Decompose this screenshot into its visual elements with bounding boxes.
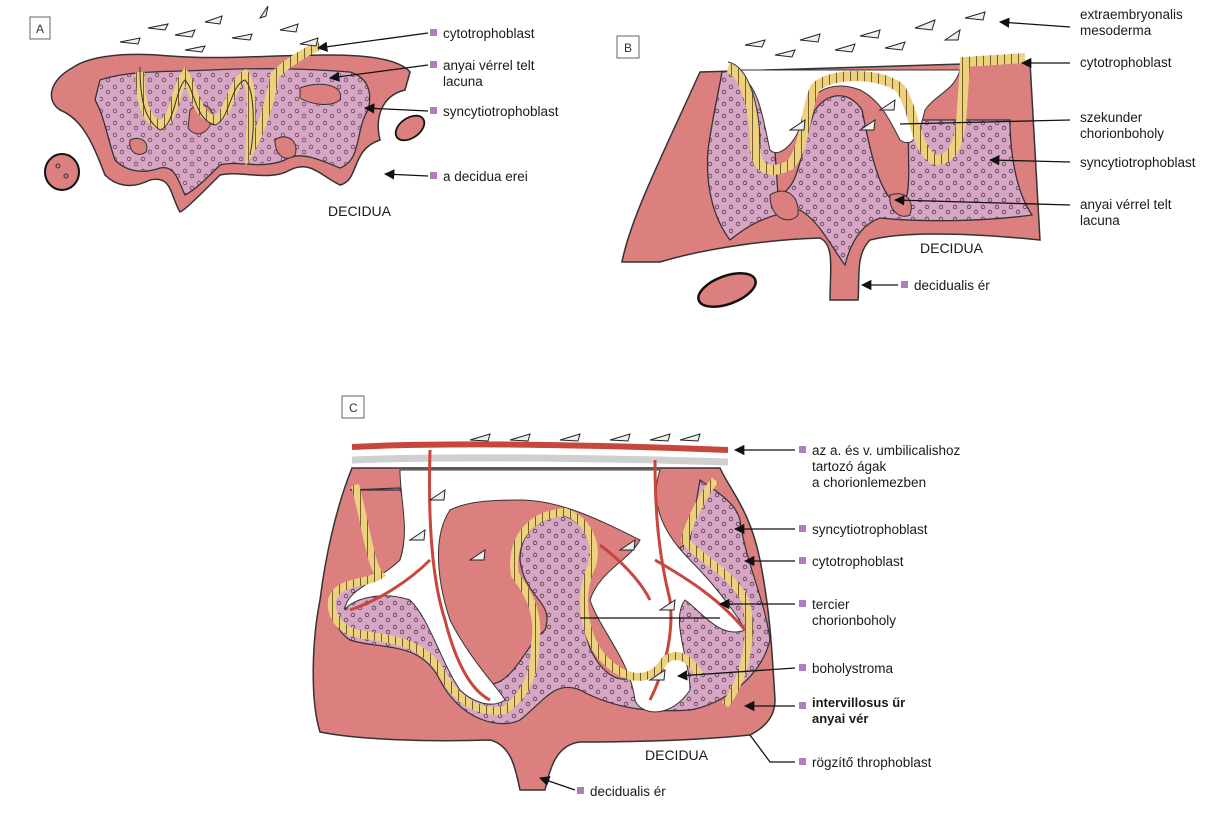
panel-b: B DECIDUA [616,11,1041,308]
panel-a-mesoderm-cells [119,5,319,53]
panel-a-letter-box [29,16,51,40]
panel-a-label-syncytio: syncytiotrophoblast [443,104,559,119]
panel-a-labels: cytotrophoblast anyai vérrel telt lacuna… [316,26,559,184]
panel-c-cytotrophoblast [327,483,704,715]
panel-c-label-intervillous-2: anyai vér [812,711,868,726]
panel-a-label-cytotrophoblast: cytotrophoblast [443,26,535,41]
panel-c-mesoderm-cells [408,433,701,681]
panel-c-label-decidual-vessel: decidualis ér [590,784,666,799]
panel-c-label-cyto: cytotrophoblast [812,554,904,569]
panel-a: A DECIDUA [29,5,426,219]
panel-a-region-label: DECIDUA [328,203,392,219]
panel-b-label-syncytio: syncytiotrophoblast [1080,155,1196,170]
panel-b-label-szekunder: szekunder [1080,110,1143,125]
panel-b-label-extraemb-1: extraembryonalis [1080,7,1183,22]
panel-a-label-lacuna-1: anyai vérrel telt [443,58,535,73]
panel-c-labels: az a. és v. umbilicalishoz tartozó ágak … [539,443,961,799]
panel-a-vessel-blob [44,153,80,191]
panel-b-label-decidual-vessel: decidualis ér [914,278,990,293]
panel-b-vessel-blob [697,272,757,308]
panel-a-letter: A [36,22,44,36]
panel-a-label-lacuna-2: lacuna [443,74,483,89]
panel-a-label-decidua-vessels: a decidua erei [443,169,528,184]
panel-c-label-intervillous-1: intervillosus űr [812,695,905,710]
panel-c-label-umbilical-3: a chorionlemezben [812,475,926,490]
panel-c-letter-box [341,395,365,419]
panel-b-label-chorionboholy: chorionboholy [1080,126,1164,141]
panel-c-villous-vessels [349,449,747,702]
panel-b-label-extraemb-2: mesoderma [1080,23,1152,38]
panel-c-region-label: DECIDUA [645,747,709,763]
panel-b-letter: B [624,41,632,55]
panel-c-label-umbilical-2: tartozó ágak [812,459,887,474]
panel-c-villus-stroma [344,469,746,713]
panel-c-label-anchoring: rögzítő throphoblast [812,755,932,770]
panel-c: C DECIDUA [312,395,776,791]
panel-c-label-syncytio: syncytiotrophoblast [812,522,928,537]
panel-b-label-cytotrophoblast: cytotrophoblast [1080,55,1172,70]
panel-c-letter: C [349,401,358,415]
panel-c-label-tercier: tercier [812,597,850,612]
panel-c-label-boholystroma: boholystroma [812,661,894,676]
panel-b-label-lacuna-1: anyai vérrel telt [1080,197,1172,212]
panel-b-labels: extraembryonalis mesoderma cytotrophobla… [860,7,1196,293]
panel-c-label-umbilical-1: az a. és v. umbilicalishoz [812,443,961,458]
panel-a-cytotrophoblast [135,40,323,167]
panel-b-mesoderm-cells [744,11,986,131]
panel-b-letter-box [616,35,640,59]
panel-c-chorion-plate-vessel [351,441,729,453]
panel-c-label-chorionboholy: chorionboholy [812,613,896,628]
panel-b-cytotrophoblast [726,53,1026,175]
panel-b-region-label: DECIDUA [920,240,984,256]
panel-b-label-lacuna-2: lacuna [1080,213,1120,228]
